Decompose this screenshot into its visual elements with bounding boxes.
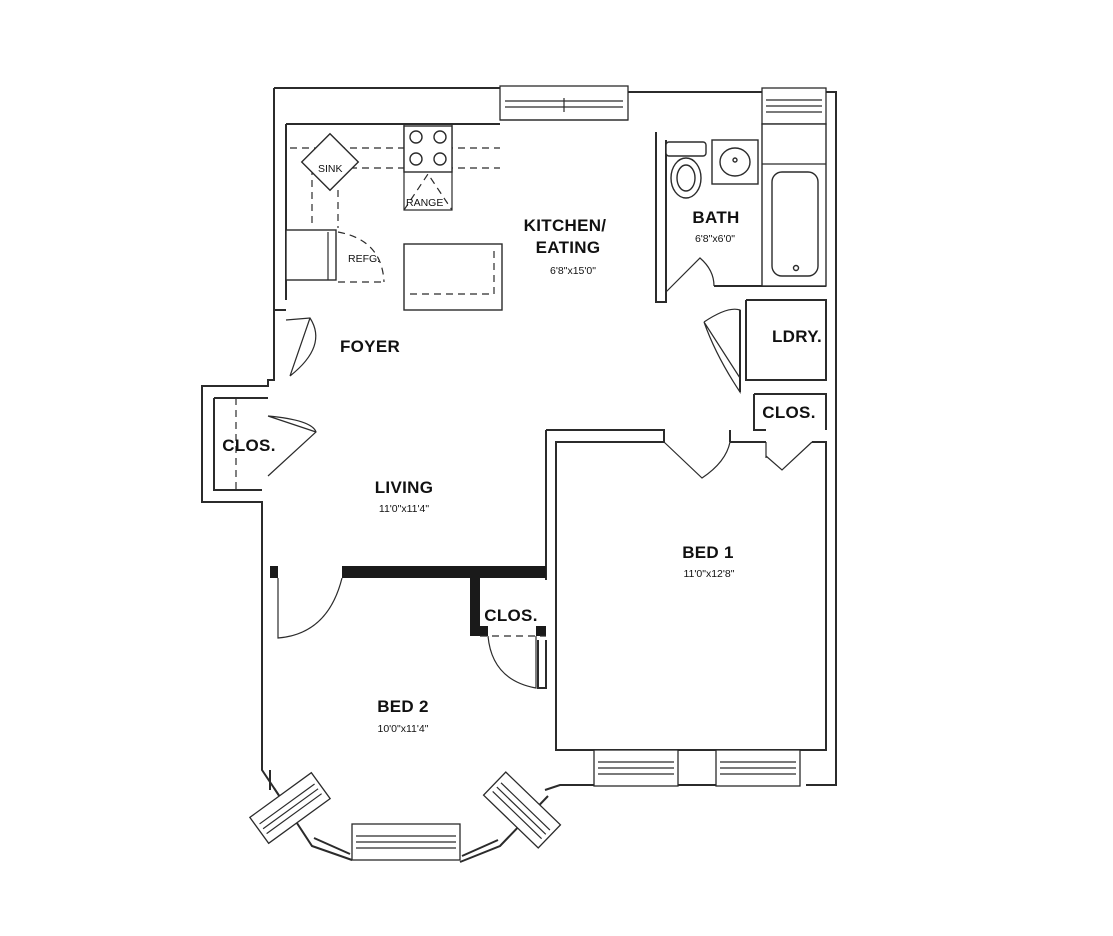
laundry-label: LDRY.	[772, 327, 822, 346]
refrigerator-icon: REFG.	[285, 229, 385, 283]
exterior-walls	[201, 87, 837, 863]
bed2-label: BED 2	[377, 697, 429, 716]
kitchen-island	[403, 243, 503, 311]
doors	[235, 257, 813, 689]
bed1-dimensions: 11'0"x12'8"	[684, 568, 735, 580]
bed2-dimensions: 10'0"x11'4"	[378, 723, 429, 735]
sink-icon: SINK	[300, 132, 360, 192]
bed1-window-left	[593, 749, 679, 787]
sink-label: SINK	[318, 163, 343, 175]
bed1-window-right	[715, 749, 801, 787]
bath-sink-icon	[711, 139, 759, 185]
kitchen-label-line2: EATING	[536, 238, 601, 257]
hall-closet-label: CLOS.	[762, 403, 815, 422]
bed2-window-left	[248, 771, 332, 845]
bath-dimensions: 6'8"x6'0"	[695, 233, 735, 245]
kitchen-dimensions: 6'8"x15'0"	[550, 265, 596, 277]
kitchen-label-line1: KITCHEN/	[524, 216, 607, 235]
foyer-label: FOYER	[340, 337, 400, 356]
range-label: RANGE	[406, 197, 443, 209]
living-label: LIVING	[375, 478, 433, 497]
kitchen-window	[499, 85, 629, 121]
range-icon: RANGE	[403, 125, 453, 211]
bed1-label: BED 1	[682, 543, 734, 562]
bed2-window-center	[351, 823, 461, 861]
refrigerator-label: REFG.	[348, 253, 380, 265]
bath-label: BATH	[692, 208, 739, 227]
bed2-window-right	[482, 771, 562, 849]
bed2-partition	[270, 566, 546, 636]
living-dimensions: 11'0"x11'4"	[379, 503, 429, 515]
bathtub-icon	[761, 123, 827, 287]
bed2-closet-label: CLOS.	[484, 606, 537, 625]
bath-window	[761, 87, 827, 125]
room-labels: KITCHEN/ EATING 6'8"x15'0" BATH 6'8"x6'0…	[222, 208, 822, 735]
west-closet-label: CLOS.	[222, 436, 275, 455]
windows	[248, 85, 827, 861]
toilet-icon	[665, 141, 707, 199]
